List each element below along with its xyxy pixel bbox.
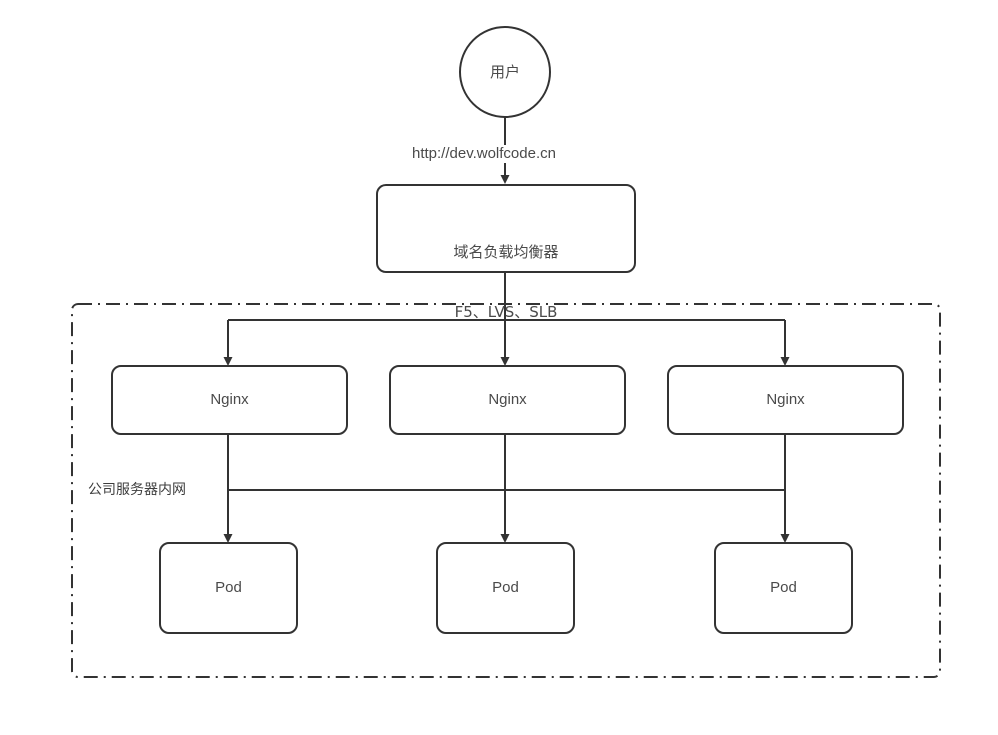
nginx-node-shape-2 [389, 365, 626, 435]
edge-label-user-to-lb: http://dev.wolfcode.cn [408, 145, 560, 163]
pod-node-shape-2 [436, 542, 575, 634]
nginx-node-shape-1 [111, 365, 348, 435]
nginx-node-shape-3 [667, 365, 904, 435]
pod-node-shape-1 [159, 542, 298, 634]
load-balancer-node-shape [376, 184, 636, 273]
user-node-shape [459, 26, 551, 118]
intranet-zone-label: 公司服务器内网 [85, 481, 189, 499]
pod-node-shape-3 [714, 542, 853, 634]
